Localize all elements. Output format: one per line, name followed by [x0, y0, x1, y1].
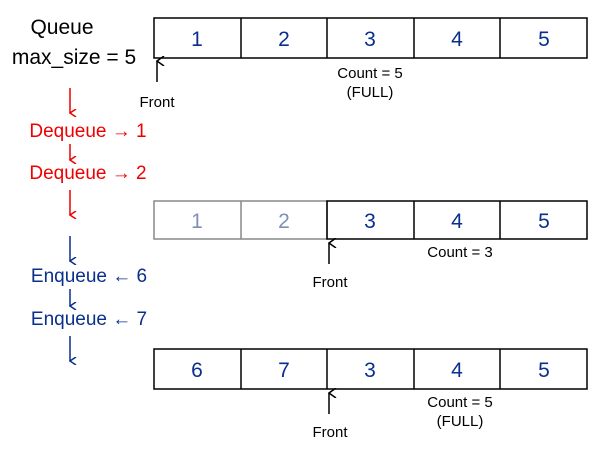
queue-3-frame: [153, 348, 588, 390]
queue-1-frame: [153, 17, 588, 59]
queue-1: 1 2 3 4 5 Front Count = 5 (FULL): [139, 17, 588, 111]
queue-1-cell-5: 5: [538, 28, 550, 51]
queue-3-cell-5: 5: [538, 359, 550, 382]
queue-2-count: Count = 3: [427, 244, 492, 261]
queue-1-cell-2: 2: [278, 28, 290, 51]
queue-3: 6 7 3 4 5 Front Count = 5 (FULL): [153, 348, 588, 441]
queue-3-status: (FULL): [437, 413, 484, 430]
dequeue-op-2: Dequeue → 2: [29, 163, 146, 184]
queue-2-cell-2: 2: [278, 210, 290, 233]
queue-3-cell-4: 4: [451, 359, 463, 382]
queue-1-status: (FULL): [347, 84, 394, 101]
enqueue-op-1: Enqueue ← 6: [31, 266, 147, 287]
enqueue-op-2: Enqueue ← 7: [31, 309, 147, 330]
queue-3-cell-1: 6: [191, 359, 203, 382]
dequeue-op-1: Dequeue → 1: [29, 121, 146, 142]
queue-1-cell-4: 4: [451, 28, 463, 51]
queue-1-front-label: Front: [139, 94, 175, 111]
max-size-label: max_size = 5: [12, 46, 136, 69]
queue-2-cell-1: 1: [191, 210, 203, 233]
queue-3-cell-3: 3: [364, 359, 376, 382]
queue-1-cell-3: 3: [364, 28, 376, 51]
queue-2-active-frame: [326, 200, 588, 240]
queue-title: Queue: [30, 16, 93, 39]
queue-2-cell-3: 3: [364, 210, 376, 233]
queue-2-cell-4: 4: [451, 210, 463, 233]
queue-2: 1 2 3 4 5 Front Count = 3: [153, 200, 588, 291]
queue-1-count: Count = 5: [337, 65, 402, 82]
queue-3-front-label: Front: [312, 424, 348, 441]
queue-3-count: Count = 5: [427, 394, 492, 411]
queue-2-cell-5: 5: [538, 210, 550, 233]
queue-1-cell-1: 1: [191, 28, 203, 51]
queue-3-cell-2: 7: [278, 359, 290, 382]
queue-2-front-label: Front: [312, 274, 348, 291]
